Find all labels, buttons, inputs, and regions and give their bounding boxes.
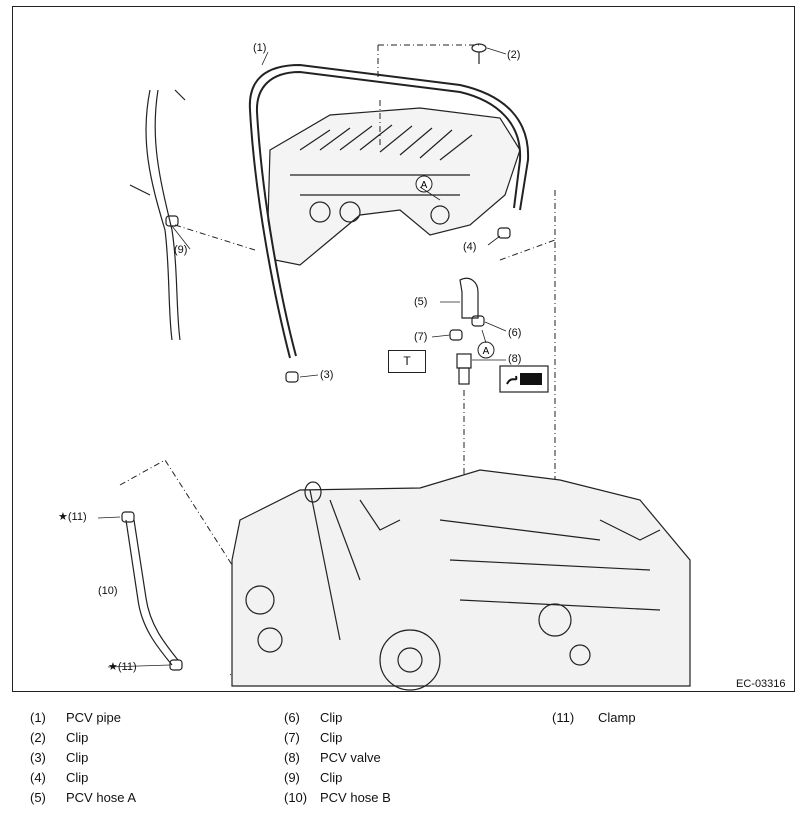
callout-2: (2) bbox=[507, 49, 521, 61]
callout-3: (3) bbox=[320, 369, 334, 381]
point-a-marker-1 bbox=[415, 175, 433, 193]
legend-item: (5)PCV hose A bbox=[30, 790, 137, 805]
tool-icon bbox=[499, 365, 549, 393]
legend-item: (2)Clip bbox=[30, 730, 89, 745]
callout-8: (8) bbox=[508, 353, 522, 365]
pcv-valve-shape bbox=[456, 353, 472, 385]
clip-2-shape bbox=[471, 43, 487, 64]
callout-5: (5) bbox=[414, 296, 428, 308]
point-a-label-2: A bbox=[483, 346, 490, 357]
clip-6-shape bbox=[471, 315, 485, 327]
clip-3-shape bbox=[285, 371, 299, 383]
clip-7-shape bbox=[449, 329, 463, 341]
legend-item: (9)Clip bbox=[284, 770, 343, 785]
callout-11-top: ★(11) bbox=[58, 511, 87, 523]
legend-column-2: (6)Clip (7)Clip (8)PCV valve (9)Clip (10… bbox=[284, 708, 391, 808]
legend-item: (8)PCV valve bbox=[284, 750, 381, 765]
legend-item: (7)Clip bbox=[284, 730, 343, 745]
figure-code: EC-03316 bbox=[736, 678, 786, 690]
legend-column-3: (11)Clamp bbox=[552, 708, 636, 728]
exploded-view-drawing: A A bbox=[97, 43, 691, 691]
hose-clip-9-shape bbox=[129, 89, 186, 341]
legend-item: (10)PCV hose B bbox=[284, 790, 391, 805]
legend-item: (1)PCV pipe bbox=[30, 710, 121, 725]
callout-4: (4) bbox=[463, 241, 477, 253]
point-a-label-1: A bbox=[421, 180, 428, 191]
legend-item: (11)Clamp bbox=[552, 710, 636, 725]
legend-column-1: (1)PCV pipe (2)Clip (3)Clip (4)Clip (5)P… bbox=[30, 708, 136, 808]
callout-7: (7) bbox=[414, 331, 428, 343]
legend-item: (6)Clip bbox=[284, 710, 343, 725]
pcv-hose-b-shape bbox=[121, 511, 183, 671]
intake-manifold bbox=[267, 107, 521, 266]
callout-6: (6) bbox=[508, 327, 522, 339]
pcv-hose-a-shape bbox=[459, 277, 479, 319]
callout-11-bottom: ★(11) bbox=[108, 661, 137, 673]
engine-block bbox=[231, 469, 691, 691]
legend-item: (3)Clip bbox=[30, 750, 89, 765]
clip-4-shape bbox=[497, 227, 511, 239]
legend-item: (4)Clip bbox=[30, 770, 89, 785]
callout-1: (1) bbox=[253, 42, 267, 54]
callout-10: (10) bbox=[98, 585, 118, 597]
pcv-pipe bbox=[248, 63, 530, 359]
torque-box: T bbox=[388, 350, 426, 373]
callout-9: (9) bbox=[174, 244, 188, 256]
